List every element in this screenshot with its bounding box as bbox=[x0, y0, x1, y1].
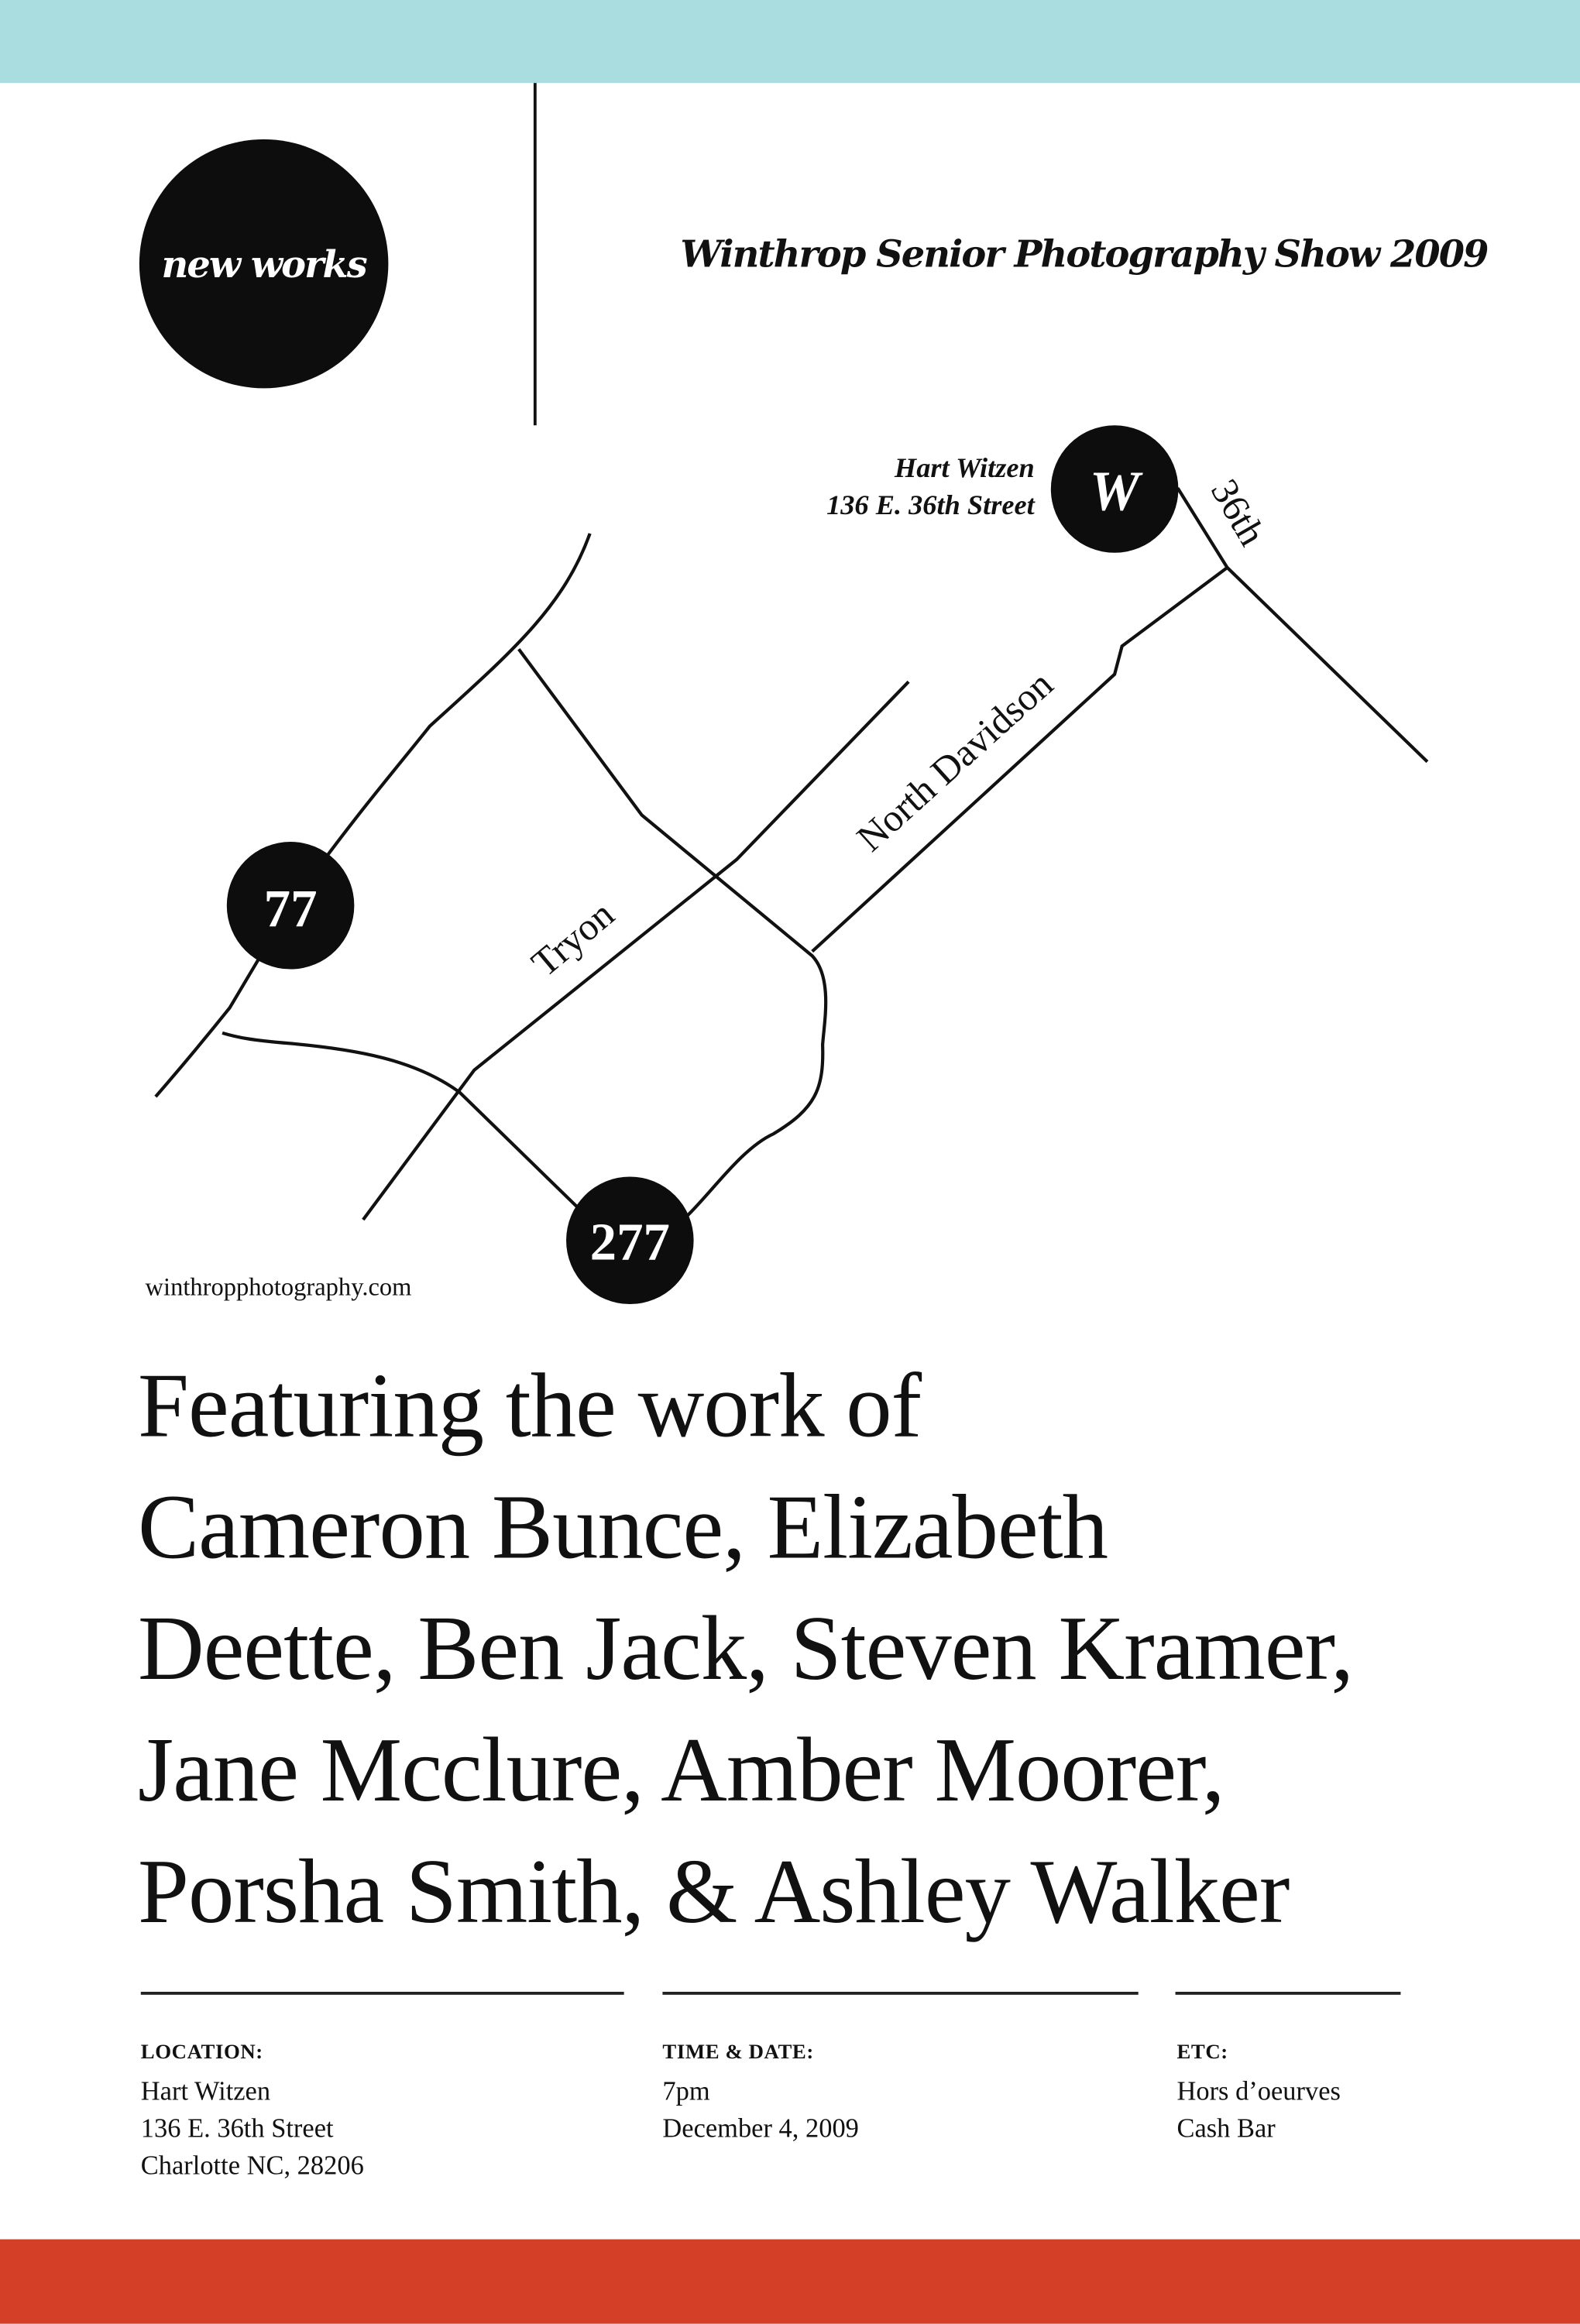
logo-text: new works bbox=[161, 242, 368, 286]
location-line: Hart Witzen bbox=[140, 2076, 271, 2106]
marker-77-label: 77 bbox=[264, 879, 318, 938]
show-title: Winthrop Senior Photography Show 2009 bbox=[680, 232, 1489, 276]
featuring-line: Porsha Smith, & Ashley Walker bbox=[137, 1842, 1290, 1943]
venue-marker-label: W bbox=[1090, 459, 1143, 522]
etc-rule bbox=[1175, 1992, 1401, 1994]
street-label-north-davidson: North Davidson bbox=[849, 663, 1061, 860]
bottom-color-band bbox=[0, 2239, 1580, 2324]
time-rule bbox=[662, 1992, 1139, 1994]
road-north-davidson bbox=[811, 566, 1228, 953]
street-label-tryon: Tryon bbox=[524, 892, 622, 984]
location-heading: LOCATION: bbox=[140, 2042, 263, 2065]
venue-label: Hart Witzen 136 E. 36th Street bbox=[712, 451, 1035, 525]
time-line: 7pm bbox=[662, 2076, 710, 2106]
etc-line: Hors d’oeurves bbox=[1176, 2076, 1341, 2106]
featuring-line: Featuring the work of bbox=[137, 1356, 922, 1457]
location-line: Charlotte NC, 28206 bbox=[140, 2150, 364, 2181]
etc-heading: ETC: bbox=[1176, 2042, 1228, 2065]
road-277 bbox=[222, 1031, 579, 1210]
marker-277: 277 bbox=[566, 1176, 694, 1305]
date-line: December 4, 2009 bbox=[662, 2113, 859, 2144]
road-77 bbox=[154, 533, 592, 1098]
venue-marker: W bbox=[1050, 425, 1179, 553]
marker-77: 77 bbox=[226, 841, 355, 970]
street-label-36th: 36th bbox=[1203, 472, 1274, 552]
website-link[interactable]: winthropphotography.com bbox=[145, 1272, 412, 1302]
featured-artists: Featuring the work of Cameron Bunce, Eli… bbox=[138, 1346, 1472, 1954]
featuring-line: Jane Mcclure, Amber Moorer, bbox=[137, 1720, 1225, 1821]
header-divider bbox=[533, 83, 537, 426]
etc-line: Cash Bar bbox=[1176, 2113, 1276, 2144]
etc-details: ETC: Hors d’oeurves Cash Bar bbox=[1176, 2035, 1340, 2147]
time-date-heading: TIME & DATE: bbox=[662, 2042, 814, 2065]
new-works-logo: new works bbox=[139, 139, 389, 389]
time-date-details: TIME & DATE: 7pm December 4, 2009 bbox=[662, 2035, 858, 2147]
featuring-line: Cameron Bunce, Elizabeth bbox=[137, 1477, 1108, 1579]
location-line: 136 E. 36th Street bbox=[140, 2113, 334, 2144]
location-rule bbox=[140, 1992, 624, 1994]
top-color-band bbox=[0, 0, 1580, 84]
location-details: LOCATION: Hart Witzen 136 E. 36th Street… bbox=[141, 2035, 364, 2185]
road-connector bbox=[517, 647, 828, 1220]
featuring-line: Deette, Ben Jack, Steven Kramer, bbox=[137, 1598, 1354, 1701]
venue-address: 136 E. 36th Street bbox=[826, 490, 1035, 522]
venue-name: Hart Witzen bbox=[894, 453, 1035, 485]
road-tryon bbox=[362, 680, 910, 1221]
marker-277-label: 277 bbox=[590, 1213, 670, 1272]
